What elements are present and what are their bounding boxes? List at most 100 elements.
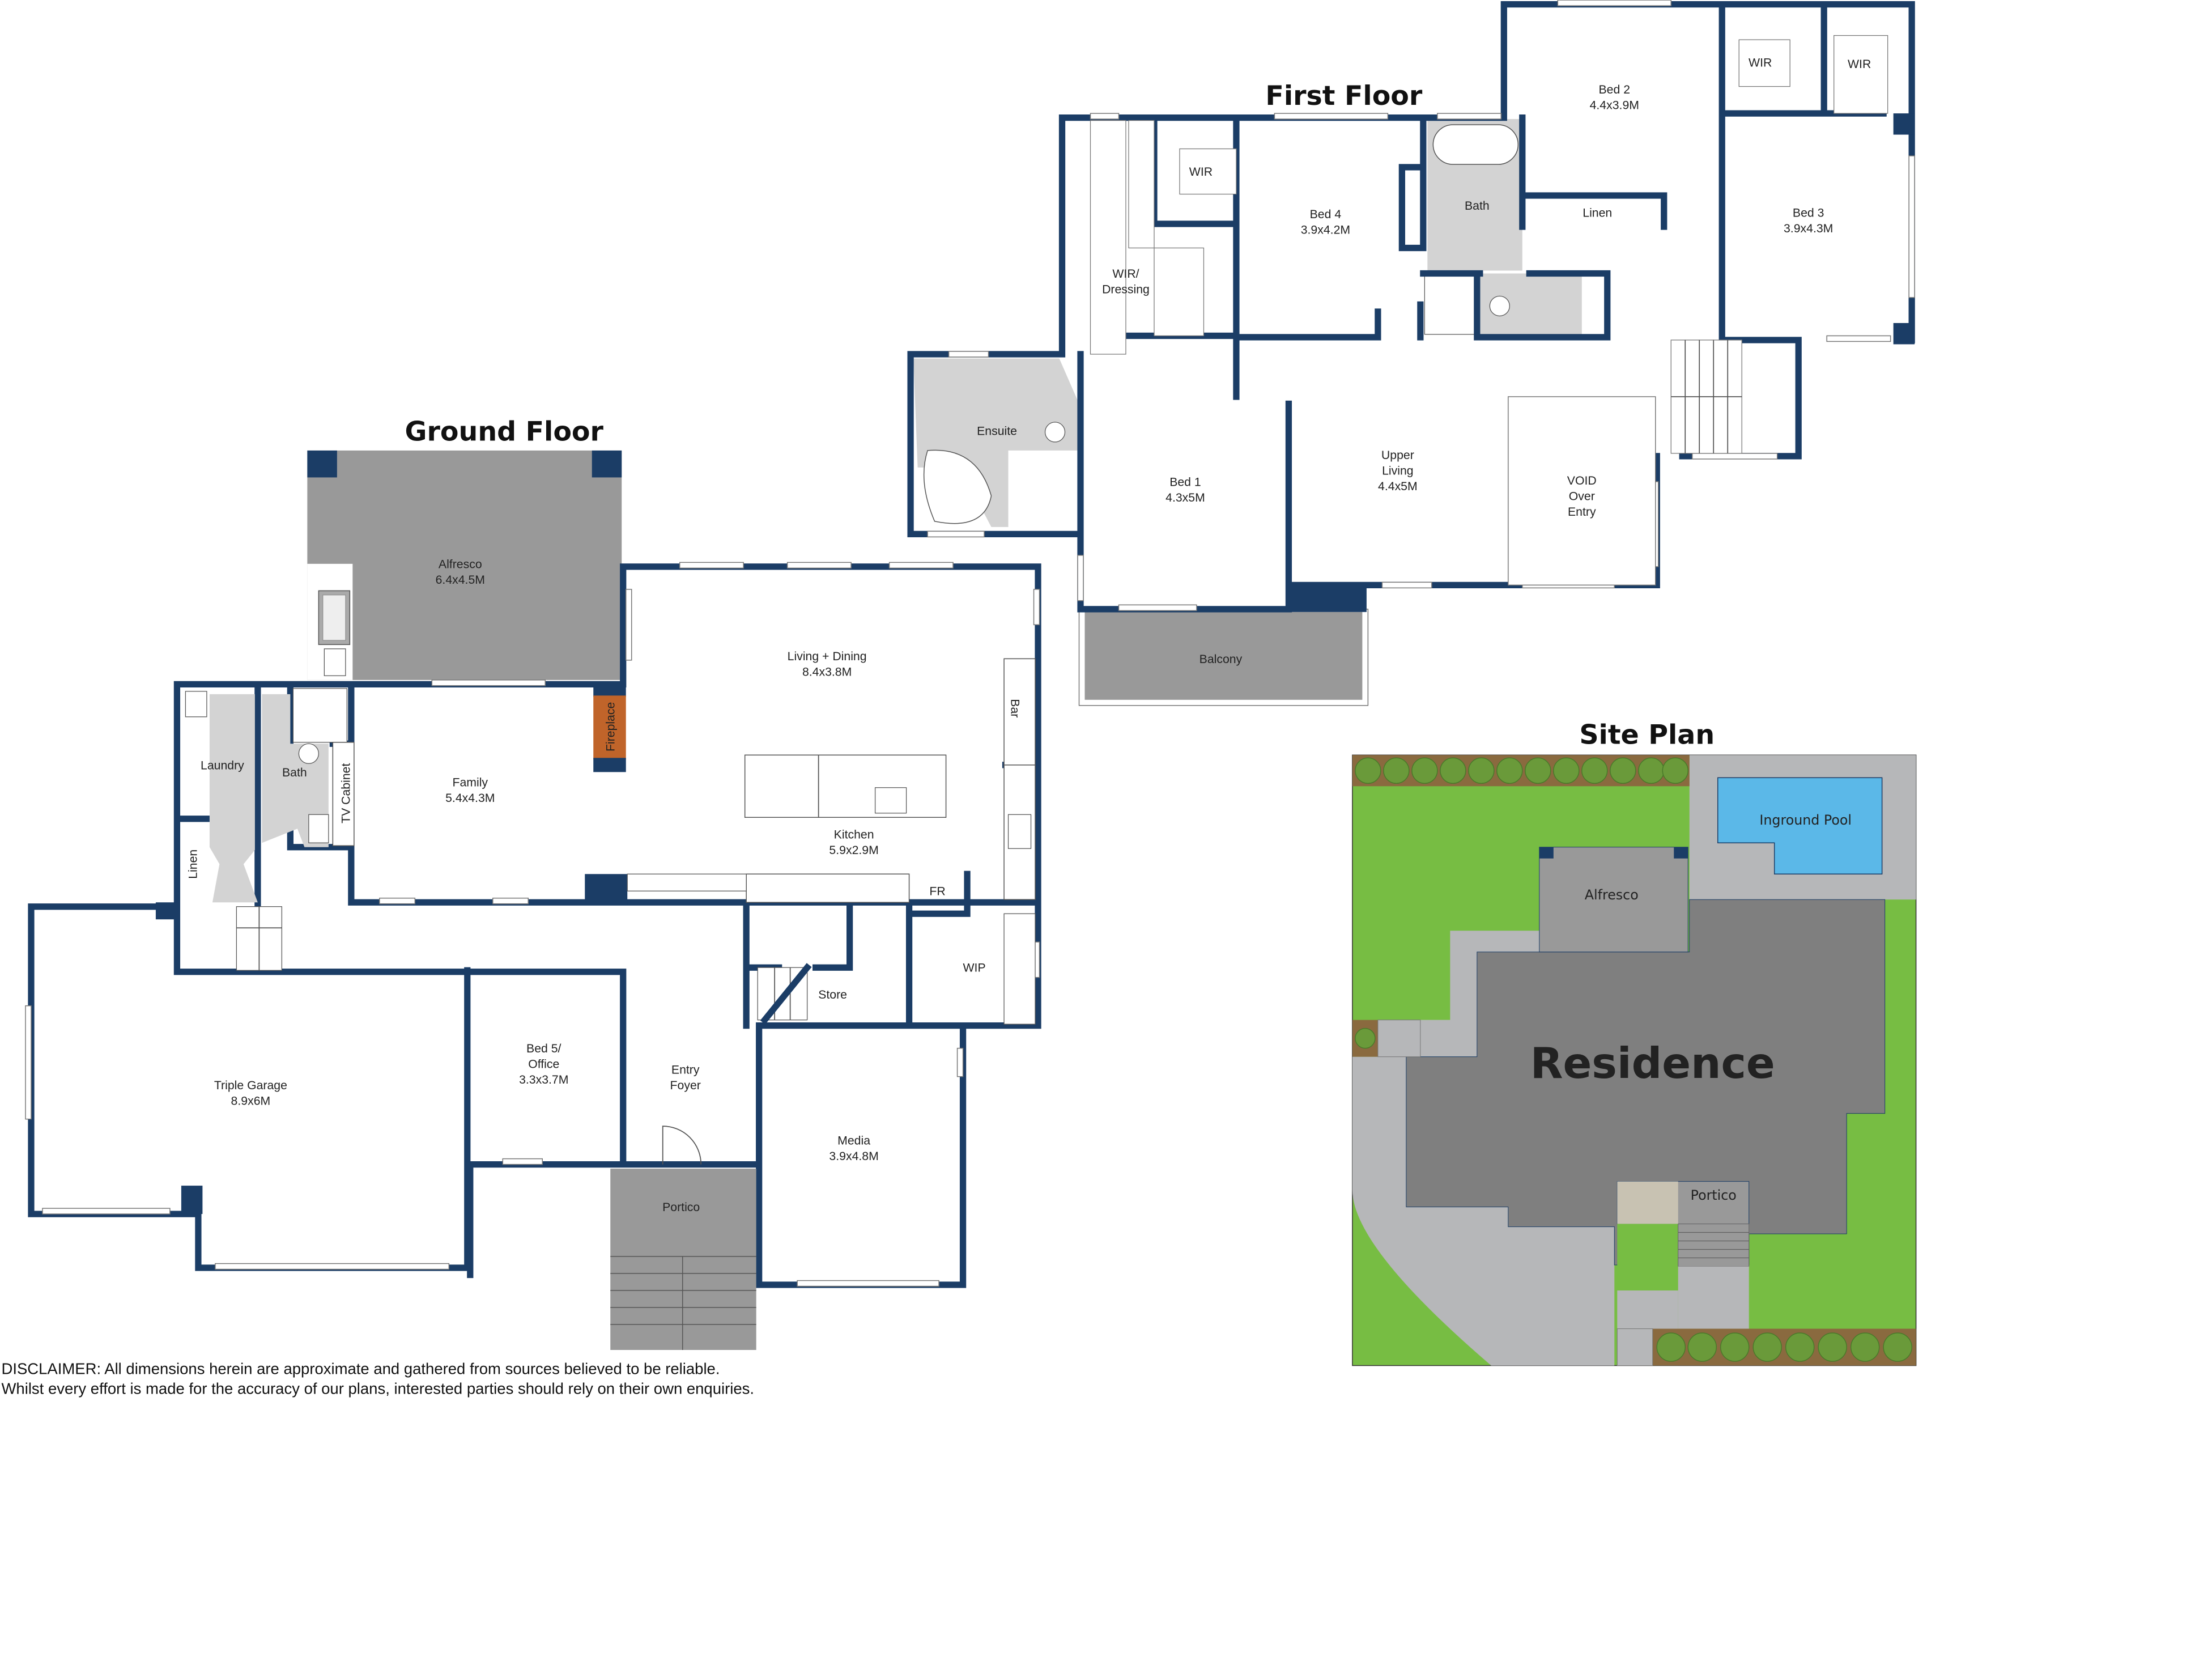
label-fr: FR (929, 885, 945, 898)
shrubs-top (1355, 757, 1688, 784)
label-fireplace: Fireplace (604, 702, 618, 751)
site-steps (1678, 1224, 1750, 1267)
label-bath: Bath (282, 766, 307, 779)
label-kitchen: Kitchen (834, 828, 874, 842)
void-over-entry (1508, 396, 1656, 586)
balcony-area (1084, 612, 1363, 700)
fireplace (593, 695, 626, 759)
rear-bench (746, 873, 910, 903)
bathtub-icon (1432, 124, 1519, 165)
label-store: Store (818, 988, 847, 1001)
inground-pool (1717, 777, 1883, 874)
label-bed3: Bed 3 (1793, 206, 1824, 220)
label-bed2: Bed 2 (1599, 83, 1631, 96)
dims-bed2: 4.4x3.9M (1590, 99, 1639, 112)
site-plan: Site Plan (1352, 719, 1917, 1366)
label-bed5: Bed 5/ (526, 1042, 561, 1055)
site-plan-title: Site Plan (1579, 719, 1715, 750)
tv-cabinet (332, 742, 355, 846)
label-dressing: Dressing (1102, 282, 1150, 296)
label-residence: Residence (1530, 1038, 1775, 1088)
corner-bath-icon (923, 449, 992, 524)
label-wir: WIR (1189, 165, 1213, 179)
label-alfresco: Alfresco (439, 557, 482, 571)
laundry-tub-icon (185, 691, 207, 717)
disclaimer-line-1: DISCLAIMER: All dimensions herein are ap… (1, 1360, 720, 1378)
label-entry: Entry (671, 1063, 700, 1077)
window (625, 589, 632, 661)
dims-upper-living: 4.4x5M (1378, 479, 1418, 493)
disclaimer-line-2: Whilst every effort is made for the accu… (1, 1379, 754, 1397)
shrub-icon (1355, 1027, 1376, 1049)
label-linen: Linen (186, 850, 199, 879)
first-floor-title: First Floor (1265, 80, 1422, 112)
kitchen-island (744, 754, 947, 818)
label-wir: WIR (1749, 56, 1772, 70)
label-site-portico: Portico (1691, 1187, 1737, 1203)
outdoor-sink-icon (324, 648, 346, 676)
dims-living-dining: 8.4x3.8M (802, 665, 852, 678)
dims-bed3: 3.9x4.3M (1784, 222, 1833, 235)
label-void-over: Over (1569, 489, 1595, 503)
dims-family: 5.4x4.3M (445, 791, 495, 805)
sink-icon (874, 787, 907, 814)
first-floor-stairs (1670, 339, 1742, 454)
label-upper: Upper (1381, 448, 1414, 462)
label-bath: Bath (1465, 199, 1490, 213)
alfresco-area (307, 450, 622, 680)
label-foyer: Foyer (670, 1078, 701, 1092)
front-door[interactable] (662, 1126, 702, 1165)
label-ensuite: Ensuite (977, 424, 1017, 438)
label-bar: Bar (1009, 699, 1022, 717)
label-balcony: Balcony (1199, 652, 1243, 666)
ground-stairs (236, 906, 808, 1021)
dims-bed1: 4.3x5M (1165, 491, 1205, 504)
shrubs-bottom (1656, 1332, 1912, 1362)
ground-floor-plan: Ground Floor (25, 416, 1041, 1351)
portico-area (610, 1169, 756, 1351)
label-media: Media (837, 1134, 870, 1148)
label-void: VOID (1567, 474, 1597, 487)
bar-bench (1003, 658, 1036, 766)
shower-icon (1424, 273, 1478, 335)
label-family: Family (453, 775, 488, 789)
dims-kitchen: 5.9x2.9M (829, 843, 878, 857)
label-portico: Portico (662, 1200, 700, 1214)
toilet-icon (298, 743, 319, 764)
shower-icon (292, 688, 347, 743)
first-floor-plan: First Floor (907, 0, 1915, 706)
dims-bed5: 3.3x3.7M (519, 1073, 568, 1086)
site-alfresco (1539, 847, 1688, 953)
label-linen: Linen (1583, 206, 1612, 220)
label-bed4: Bed 4 (1310, 207, 1342, 221)
label-office: Office (528, 1058, 559, 1071)
label-triple-garage: Triple Garage (214, 1078, 287, 1092)
window (1033, 589, 1040, 626)
disclaimer: DISCLAIMER: All dimensions herein are ap… (1, 1360, 754, 1398)
label-site-alfresco: Alfresco (1585, 887, 1639, 903)
ensuite-floor (913, 358, 1079, 527)
label-inground-pool: Inground Pool (1759, 812, 1852, 828)
dims-triple-garage: 8.9x6M (231, 1094, 271, 1108)
label-wir: WIR (1848, 57, 1871, 71)
cooktop-icon (1007, 814, 1032, 849)
toilet-icon (1489, 295, 1510, 317)
pantry-shelf (1003, 913, 1036, 1025)
basin-icon (308, 814, 329, 843)
garden-gravel (1617, 1181, 1678, 1224)
pillar (592, 450, 622, 478)
dims-bed4: 3.9x4.2M (1301, 223, 1350, 237)
side-steps (1377, 1020, 1421, 1058)
dims-media: 3.9x4.8M (829, 1149, 878, 1163)
label-wir-dressing: WIR/ (1112, 267, 1139, 281)
label-tv-cabinet: TV Cabinet (339, 763, 352, 823)
label-living-dining: Living + Dining (788, 649, 867, 663)
label-laundry: Laundry (201, 758, 244, 772)
label-wip: WIP (963, 961, 986, 975)
bath-floor (262, 694, 329, 847)
laundry-floor (209, 694, 258, 903)
label-bed1: Bed 1 (1169, 475, 1201, 489)
toilet-icon (1044, 422, 1066, 443)
